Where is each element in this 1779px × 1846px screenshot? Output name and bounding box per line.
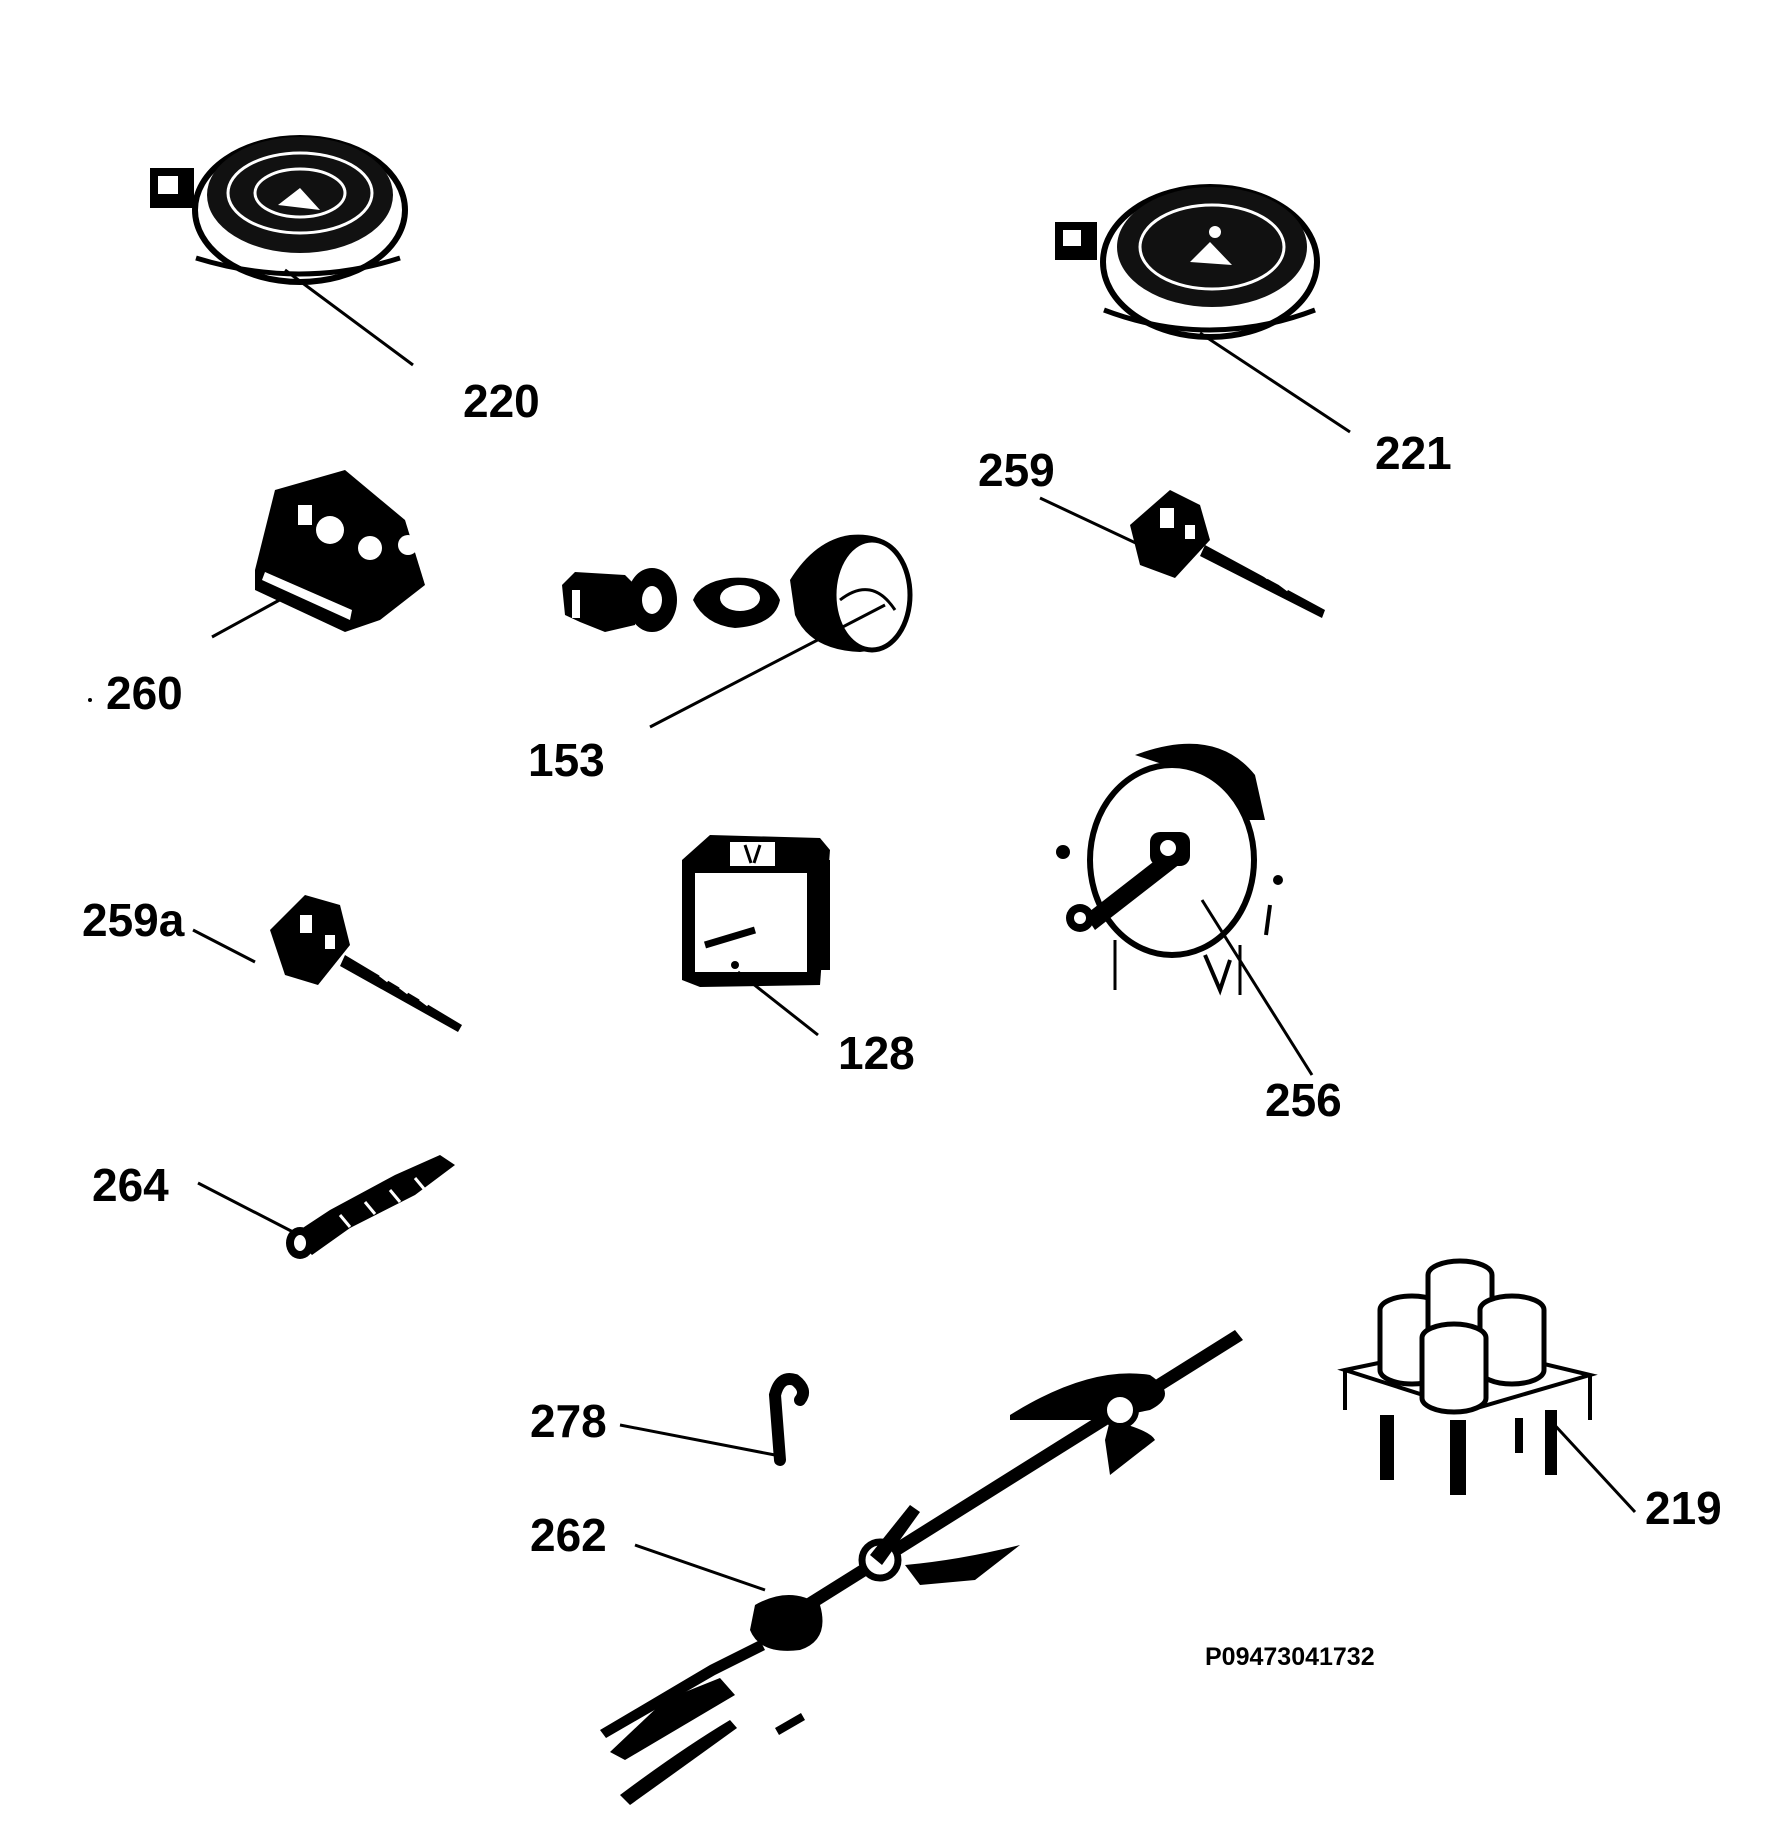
part-label-259: 259 xyxy=(978,444,1055,496)
fan-motor-256-drawing xyxy=(1056,743,1314,1076)
energy-regulator-259-drawing xyxy=(1039,490,1325,618)
leader-256 xyxy=(1200,899,1314,1076)
part-label-256: 256 xyxy=(1265,1074,1342,1126)
regulator-259a-drawing xyxy=(192,895,462,1032)
leader-219 xyxy=(1548,1418,1637,1514)
terminal-block-219-drawing xyxy=(1337,1258,1637,1514)
leader-264 xyxy=(197,1181,296,1235)
leader-220 xyxy=(284,268,414,367)
element-264-drawing xyxy=(197,1155,455,1259)
leader-221 xyxy=(1199,331,1351,434)
leader-259 xyxy=(1039,496,1141,547)
leader-128 xyxy=(737,970,819,1037)
leader-153 xyxy=(649,603,886,729)
part-label-220: 220 xyxy=(463,375,540,427)
leader-278 xyxy=(619,1423,776,1457)
hotplate-220-drawing xyxy=(150,135,414,367)
leader-260 xyxy=(211,595,286,639)
part-label-128: 128 xyxy=(838,1027,915,1079)
lamp-assembly-153-drawing xyxy=(562,534,913,729)
switch-260-drawing xyxy=(88,470,425,702)
part-label-219: 219 xyxy=(1645,1482,1722,1534)
part-label-221: 221 xyxy=(1375,427,1452,479)
spit-clip-278-drawing xyxy=(619,1373,810,1466)
part-label-262: 262 xyxy=(530,1509,607,1561)
thermostat-128-drawing xyxy=(682,835,830,1037)
part-label-260: 260 xyxy=(106,667,183,719)
part-label-153: 153 xyxy=(528,734,605,786)
part-label-264: 264 xyxy=(92,1159,169,1211)
drawing-code: P09473041732 xyxy=(1205,1643,1375,1671)
part-label-259a: 259a xyxy=(82,894,185,946)
leader-259a xyxy=(192,928,256,964)
rotisserie-spit-262-drawing xyxy=(600,1330,1243,1805)
part-label-278: 278 xyxy=(530,1395,607,1447)
hotplate-221-drawing xyxy=(1055,184,1351,434)
leader-262 xyxy=(634,1543,766,1592)
